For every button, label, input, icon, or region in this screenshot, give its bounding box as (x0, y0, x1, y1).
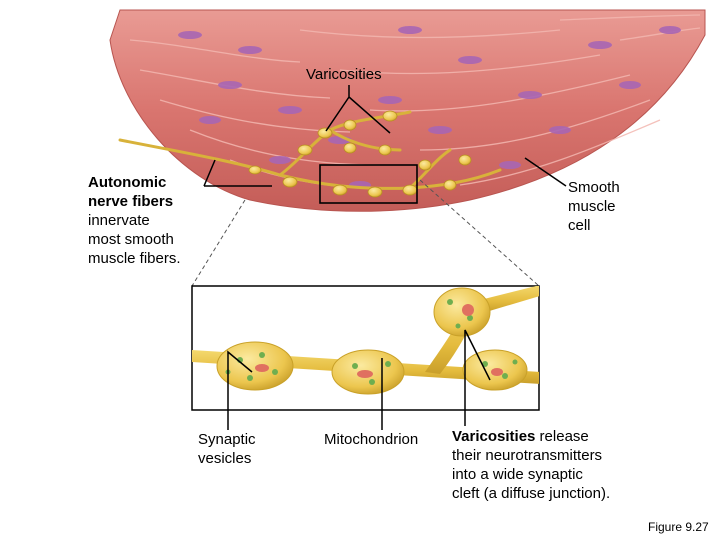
varicosity-bulb (434, 288, 490, 336)
magnified-inset (192, 285, 540, 410)
label-varicosities-release: Varicosities release their neurotransmit… (452, 427, 610, 503)
label-varicosities: Varicosities (306, 65, 382, 84)
label-autonomic-nerve-fibers: Autonomic nerve fibers innervate most sm… (88, 173, 181, 268)
figure-caption: Figure 9.27 (648, 518, 709, 537)
zoom-projection-left (192, 200, 245, 286)
label-smooth-muscle-cell: Smooth muscle cell (568, 178, 620, 235)
label-autonomic-bold-2: nerve fibers (88, 193, 173, 210)
label-synaptic-vesicles: Synaptic vesicles (198, 430, 256, 468)
label-varicosities-bold: Varicosities (452, 428, 535, 445)
label-autonomic-bold-1: Autonomic (88, 174, 166, 191)
label-mitochondrion: Mitochondrion (324, 430, 418, 449)
